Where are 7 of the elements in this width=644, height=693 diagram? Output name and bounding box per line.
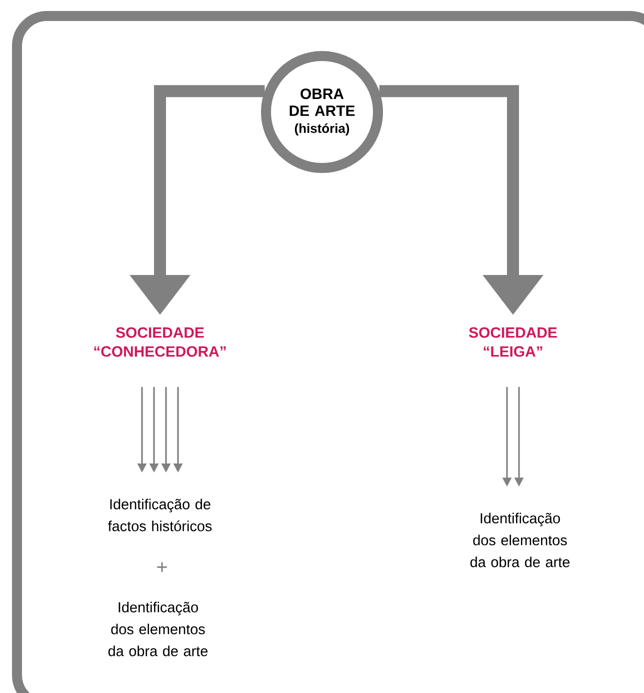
plus-sign: + [157, 562, 167, 572]
circle-node: OBRA DE ARTE (história) [261, 51, 383, 173]
description-text: Identificação de factos históricos [108, 498, 212, 532]
group-heading: SOCIEDADE “CONHECEDORA” [94, 327, 226, 357]
group-heading: SOCIEDADE “LEIGA” [469, 327, 557, 357]
description-text: Identificação dos elementos da obra de arte [470, 512, 570, 568]
description-text: Identificação dos elementos da obra de arte [108, 602, 208, 656]
